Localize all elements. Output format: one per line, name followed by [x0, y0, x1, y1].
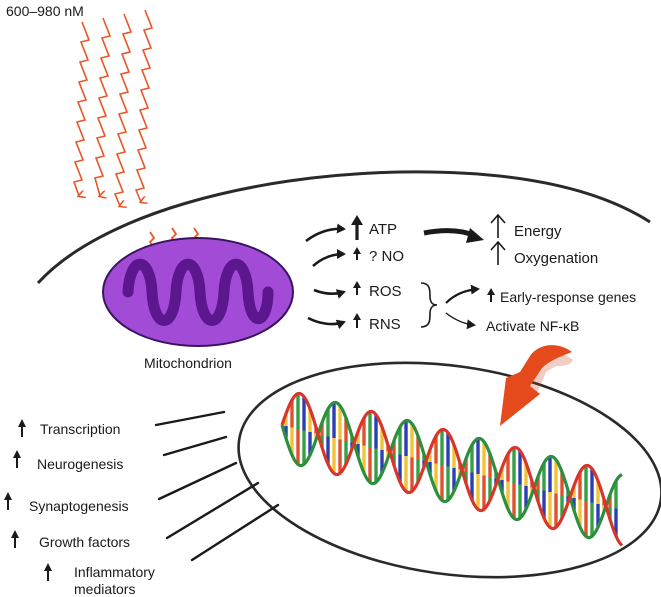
energy-label: Energy — [514, 223, 562, 240]
dna-double-helix — [280, 391, 624, 547]
rns-label: RNS — [369, 316, 401, 333]
wavelength-label: 600–980 nM — [6, 3, 84, 19]
atp-label: ATP — [369, 221, 397, 238]
ros-rns-brace — [420, 282, 438, 328]
transcription-up-icon — [18, 419, 26, 437]
oxygenation-label: Oxygenation — [514, 250, 598, 267]
outcome-up-arrows — [4, 419, 52, 581]
outcome-lines — [154, 410, 280, 562]
no-up-icon — [353, 247, 361, 260]
ros-up-icon — [353, 281, 361, 295]
early-genes-up-icon — [487, 288, 495, 302]
dna-backbone-strand — [280, 400, 623, 540]
rns-up-icon — [353, 313, 361, 328]
outcome-inflammatory: Inflammatory — [74, 564, 155, 580]
atp-to-energy-arrowhead — [466, 228, 484, 243]
atp-up-icon — [351, 215, 363, 240]
atp-arrow — [305, 223, 346, 243]
dna-backbone-strand — [280, 391, 624, 547]
cell-membrane — [36, 170, 651, 285]
light-ray — [94, 17, 112, 196]
to-nfkb-arrow — [445, 312, 476, 330]
outcome-transcription: Transcription — [40, 421, 120, 437]
no-label: ? NO — [369, 248, 404, 265]
light-ray — [113, 13, 133, 206]
outcome-growth-factors: Growth factors — [39, 534, 130, 550]
effect-arrows — [305, 223, 346, 330]
light-ray — [134, 9, 154, 202]
nfkb-label: Activate NF-κB — [486, 318, 579, 334]
ros-arrow — [313, 288, 346, 299]
light-ray — [72, 21, 91, 196]
mitochondrion — [102, 237, 294, 347]
inflammatory-up-icon — [44, 563, 52, 581]
mitochondrion-label: Mitochondrion — [144, 355, 232, 371]
oxygenation-up-icon — [490, 240, 506, 265]
outcome-synaptogenesis: Synaptogenesis — [29, 498, 129, 514]
light-rays — [72, 9, 154, 206]
outcome-mediators: mediators — [74, 581, 135, 597]
neurogenesis-up-icon — [13, 450, 21, 468]
ros-label: ROS — [369, 283, 402, 300]
up-arrows-effects — [351, 215, 363, 328]
rns-arrow — [307, 316, 346, 330]
early-genes-label: Early-response genes — [500, 289, 636, 305]
growth-factors-up-icon — [11, 530, 19, 548]
to-early-genes-arrow — [445, 284, 480, 304]
energy-up-icon — [490, 213, 506, 238]
synaptogenesis-up-icon — [4, 492, 12, 510]
no-arrow — [312, 249, 346, 267]
outcome-neurogenesis: Neurogenesis — [37, 456, 123, 472]
signal-to-nucleus-arrow — [500, 345, 573, 426]
